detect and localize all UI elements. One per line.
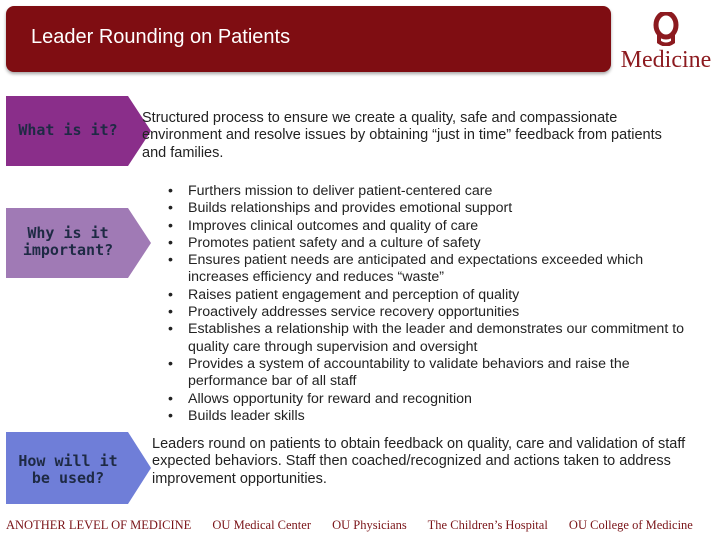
how-used-text: Leaders round on patients to obtain feed…: [152, 436, 686, 487]
why-important-line-2: important?: [22, 241, 114, 259]
why-important-line-1: Why is it: [27, 224, 109, 242]
footer-item: OU Medical Center: [212, 518, 311, 532]
why-important-label: Why is it important?: [6, 225, 130, 259]
list-item: Builds relationships and provides emotio…: [168, 200, 688, 218]
list-item: Raises patient engagement and perception…: [168, 287, 688, 305]
what-is-it-label: What is it?: [18, 121, 118, 139]
how-used-line-2: be used?: [31, 469, 105, 487]
what-is-it-text: Structured process to ensure we create a…: [142, 110, 662, 161]
how-used-line-1: How will it: [18, 452, 118, 470]
list-item: Builds leader skills: [168, 408, 688, 426]
logo-text: Medicine: [620, 47, 712, 73]
list-item: Allows opportunity for reward and recogn…: [168, 391, 688, 409]
list-item: Improves clinical outcomes and quality o…: [168, 218, 688, 236]
list-item: Furthers mission to deliver patient-cent…: [168, 183, 688, 201]
how-used-arrow: How will it be used?: [6, 432, 151, 504]
how-used-label: How will it be used?: [6, 453, 130, 487]
list-item: Provides a system of accountability to v…: [168, 356, 688, 391]
title-bar: Leader Rounding on Patients: [6, 6, 611, 72]
list-item: Establishes a relationship with the lead…: [168, 321, 688, 356]
list-item: Ensures patient needs are anticipated an…: [168, 252, 688, 287]
footer-item: The Children’s Hospital: [427, 518, 548, 532]
footer-item: OU Physicians: [332, 518, 407, 532]
ou-medicine-logo: Medicine: [616, 12, 716, 72]
why-important-bullets: Furthers mission to deliver patient-cent…: [168, 183, 688, 425]
footer-item: OU College of Medicine: [568, 518, 693, 532]
footer-item: ANOTHER LEVEL OF MEDICINE: [6, 518, 192, 532]
what-is-it-arrow: What is it?: [6, 96, 151, 166]
list-item: Proactively addresses service recovery o…: [168, 304, 688, 322]
footer: ANOTHER LEVEL OF MEDICINE OU Medical Cen…: [6, 518, 716, 533]
why-important-arrow: Why is it important?: [6, 208, 151, 278]
list-item: Promotes patient safety and a culture of…: [168, 235, 688, 253]
page-title: Leader Rounding on Patients: [31, 26, 291, 48]
ou-logo-icon: [616, 12, 716, 46]
